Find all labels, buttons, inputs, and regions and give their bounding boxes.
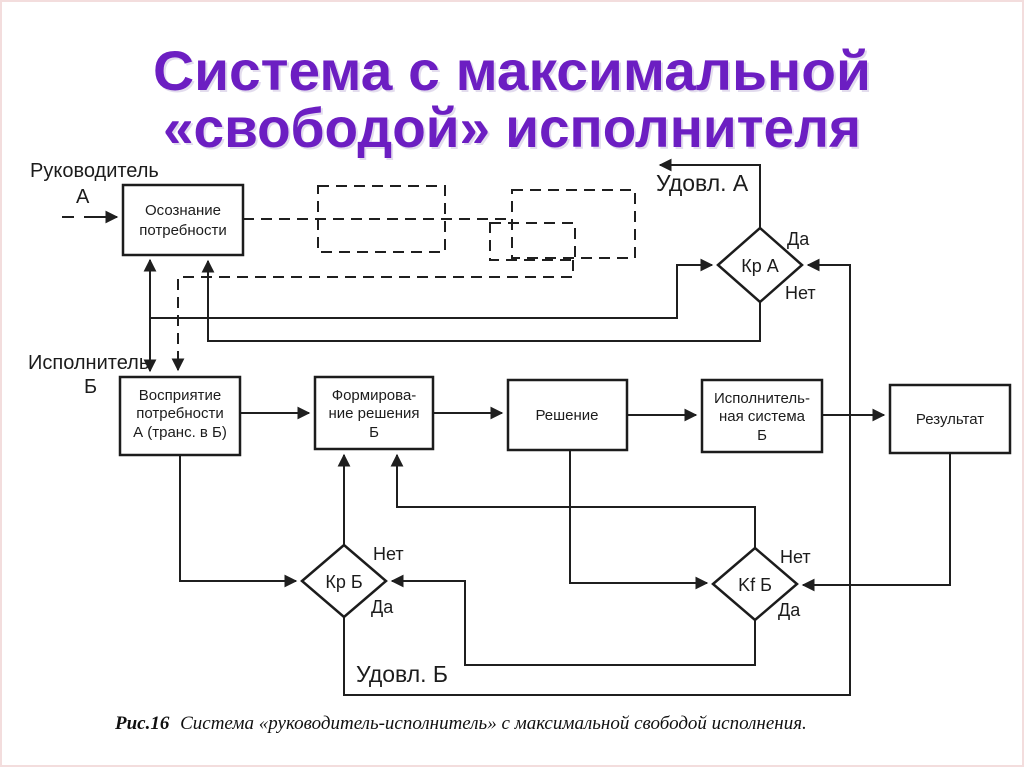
kf-b-yes-label: Да [778,600,801,620]
figure-caption: Рис.16 Система «руководитель-исполнитель… [114,713,807,734]
diamond-kr-b-label: Кр Б [325,572,362,592]
box-awareness [121,183,245,257]
diamond-kr-a-label: Кр А [741,256,779,276]
diamond-kf-b [711,546,799,622]
box-exec-system [700,378,824,454]
connector-perception-to-krb [179,455,298,588]
kr-b-yes-label: Да [371,597,394,617]
box-formation-line1: Формирова- [332,387,417,404]
box-awareness-line1: Осознание [145,202,221,219]
box-formation-line2: ние решения [328,405,419,422]
connector-kfb-yes-to-krb [390,574,756,666]
connector-decision-to-kfb [569,450,709,590]
box-result [888,383,1012,455]
box-perception-line1: Восприятие [139,387,221,404]
box-formation-line3: Б [369,424,379,441]
decision-diamonds [300,226,804,622]
actor-executor-sub: Б [84,376,97,398]
dashed-box-1 [317,185,446,253]
kf-b-no-label: Нет [780,547,811,567]
slide-title-line2: «свободой» исполнителя [163,96,861,159]
box-decision-label: Решение [535,407,598,424]
box-exec-system-line1: Исполнитель- [714,390,810,407]
diamond-kr-a [716,226,804,304]
connector-krb-yes-to-kra [343,258,851,696]
diamond-kr-b [300,543,388,619]
kr-a-yes-label: Да [787,229,810,249]
kr-a-no-label: Нет [785,283,816,303]
figure-caption-number: Рис.16 [114,713,170,734]
solid-connectors [62,158,951,696]
box-perception-line3: А (транс. в Б) [133,424,227,441]
process-boxes [118,183,1012,457]
box-exec-system-line2: ная система [719,408,806,425]
connector-kfb-no-to-formation [390,453,756,548]
diamond-kf-b-label: Kf Б [738,575,772,595]
actor-leader-sub: А [76,186,90,208]
box-awareness-line2: потребности [139,222,227,239]
figure-caption-text: Система «руководитель-исполнитель» с мак… [180,713,807,734]
box-labels: Осознание потребности Восприятие потребн… [133,202,984,444]
dashed-box-3 [489,222,576,261]
connector-kra-yes-satisfaction [658,158,761,228]
box-exec-system-line3: Б [757,427,767,444]
dashed-channel [171,185,636,372]
kr-b-no-label: Нет [373,544,404,564]
connector-result-to-kfb [801,453,951,592]
actor-executor-label: Исполнитель [28,352,149,374]
diamond-labels: Кр А Кр Б Kf Б Да Нет Нет Да Нет Да [325,229,815,620]
slide-title-line1: Система с максимальной [153,39,871,102]
dashed-link-channel-perception [171,260,574,372]
connector-to-kra-left [150,258,714,319]
satisfaction-b-label: Удовл. Б [356,661,448,687]
box-perception [118,375,242,457]
box-perception-line2: потребности [136,405,224,422]
actor-leader-label: Руководитель [30,160,159,182]
box-result-label: Результат [916,411,984,428]
box-decision [506,378,629,452]
box-formation [313,375,435,451]
satisfaction-a-label: Удовл. А [656,170,749,196]
connector-kra-no-feedback [201,259,761,342]
